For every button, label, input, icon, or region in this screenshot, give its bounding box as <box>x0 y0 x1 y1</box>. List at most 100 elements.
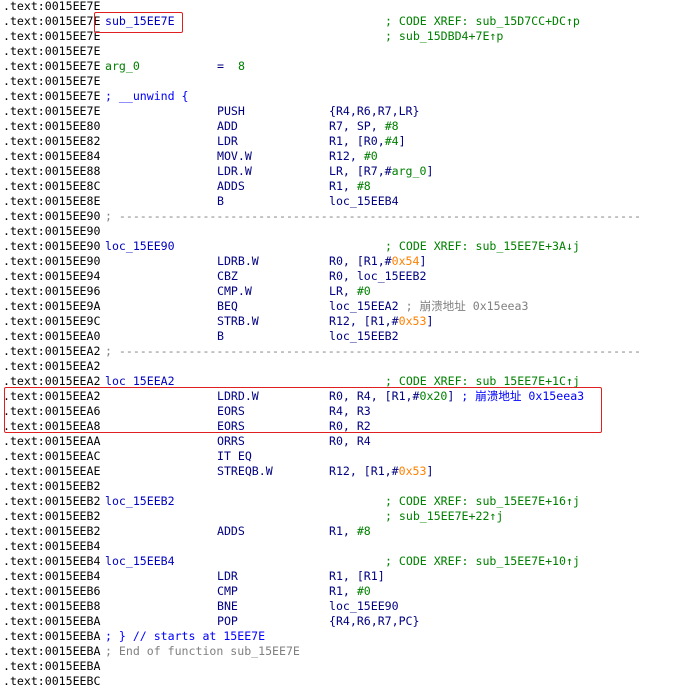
address[interactable]: .text:0015EEA2 <box>3 389 101 403</box>
operands[interactable]: R7, SP, #8 <box>329 119 399 134</box>
operand-text[interactable]: loc_15EEA2 <box>329 299 399 313</box>
address[interactable]: .text:0015EE88 <box>3 164 101 178</box>
mnemonic[interactable]: MOV.W <box>217 149 252 163</box>
operand-immediate[interactable]: #8 <box>356 179 371 193</box>
code-label[interactable]: loc_15EEA2 <box>105 374 175 388</box>
xref-comment[interactable]: ; sub_15EE7E+22↑j <box>385 509 504 523</box>
operands[interactable]: R12, [R1,#0x53] <box>329 314 433 329</box>
mnemonic[interactable]: CBZ <box>217 269 238 283</box>
address[interactable]: .text:0015EE7E <box>3 104 101 118</box>
operand-text[interactable]: loc_15EEB4 <box>329 194 399 208</box>
operand-immediate[interactable]: #0 <box>356 284 371 298</box>
address[interactable]: .text:0015EE9C <box>3 314 101 328</box>
operand-text[interactable]: {R4,R6,R7,PC} <box>329 614 420 628</box>
operand-offset[interactable]: 0x54 <box>391 254 420 268</box>
mnemonic[interactable]: LDRB.W <box>217 254 259 268</box>
address[interactable]: .text:0015EEAE <box>3 464 101 478</box>
address[interactable]: .text:0015EE8C <box>3 179 101 193</box>
code-label[interactable]: loc_15EEB4 <box>105 554 175 568</box>
operands[interactable]: R12, #0 <box>329 149 378 164</box>
stack-var-name[interactable]: arg_0 <box>105 59 140 73</box>
xref-comment[interactable]: ; CODE XREF: sub_15EE7E+10↑j <box>385 554 580 568</box>
xref-comment[interactable]: ; CODE XREF: sub_15EE7E+3A↓j <box>385 239 580 253</box>
operands[interactable]: R1, [R1] <box>329 569 385 584</box>
operands[interactable]: {R4,R6,R7,PC} <box>329 614 420 629</box>
address[interactable]: .text:0015EE9A <box>3 299 101 313</box>
address[interactable]: .text:0015EE7E <box>3 14 101 28</box>
address[interactable]: .text:0015EEAC <box>3 449 101 463</box>
address[interactable]: .text:0015EE7E <box>3 29 101 43</box>
operand-text[interactable]: R12, [R1,# <box>329 314 399 328</box>
operand-text[interactable]: loc_15EE90 <box>329 599 399 613</box>
operand-immediate[interactable]: #8 <box>356 524 371 538</box>
address[interactable]: .text:0015EEBA <box>3 659 101 673</box>
address[interactable]: .text:0015EEAA <box>3 434 101 448</box>
operand-text[interactable]: R1, <box>329 584 357 598</box>
address[interactable]: .text:0015EE82 <box>3 134 101 148</box>
address[interactable]: .text:0015EE8E <box>3 194 101 208</box>
address[interactable]: .text:0015EE90 <box>3 239 101 253</box>
operands[interactable]: loc_15EE90 <box>329 599 399 614</box>
address[interactable]: .text:0015EE7E <box>3 89 101 103</box>
mnemonic[interactable]: BNE <box>217 599 238 613</box>
operand-offset[interactable]: 0x53 <box>398 314 427 328</box>
operand-text[interactable]: R1, [R1] <box>329 569 385 583</box>
mnemonic[interactable]: EORS <box>217 404 245 418</box>
address[interactable]: .text:0015EE90 <box>3 224 101 238</box>
operand-immediate[interactable]: #8 <box>384 119 399 133</box>
operands[interactable]: R1, [R0,#4] <box>329 134 406 149</box>
operands[interactable]: R1, #0 <box>329 584 371 599</box>
mnemonic[interactable]: POP <box>217 614 238 628</box>
operands[interactable]: {R4,R6,R7,LR} <box>329 104 420 119</box>
address[interactable]: .text:0015EEB2 <box>3 479 101 493</box>
operands[interactable]: loc_15EEB2 <box>329 329 399 344</box>
mnemonic[interactable]: LDRD.W <box>217 389 259 403</box>
address[interactable]: .text:0015EEA0 <box>3 329 101 343</box>
mnemonic[interactable]: PUSH <box>217 104 245 118</box>
mnemonic[interactable]: BEQ <box>217 299 238 313</box>
address[interactable]: .text:0015EEB4 <box>3 569 101 583</box>
operand-immediate[interactable]: arg_0 <box>391 164 427 178</box>
operands[interactable]: R0, R4, [R1,#0x20] ; 崩溃地址 0x15eea3 <box>329 389 584 404</box>
mnemonic[interactable]: LDR <box>217 134 238 148</box>
mnemonic[interactable]: LDR.W <box>217 164 252 178</box>
address[interactable]: .text:0015EEB2 <box>3 509 101 523</box>
address[interactable]: .text:0015EEA2 <box>3 359 101 373</box>
xref-comment[interactable]: ; CODE XREF: sub_15D7CC+DC↑p <box>385 14 580 28</box>
address[interactable]: .text:0015EE90 <box>3 254 101 268</box>
operands[interactable]: R0, R2 <box>329 419 371 434</box>
operand-text[interactable]: {R4,R6,R7,LR} <box>329 104 420 118</box>
mnemonic[interactable]: CMP <box>217 584 238 598</box>
operands[interactable]: R0, loc_15EEB2 <box>329 269 426 284</box>
operand-text[interactable]: R0, R4, [R1,# <box>329 389 420 403</box>
operand-text[interactable]: R0, [R1,# <box>329 254 392 268</box>
xref-comment[interactable]: ; CODE XREF: sub_15EE7E+1C↑j <box>385 374 580 388</box>
operands[interactable]: R12, [R1,#0x53] <box>329 464 433 479</box>
xref-comment[interactable]: ; CODE XREF: sub_15EE7E+16↑j <box>385 494 580 508</box>
operand-immediate[interactable]: #0 <box>363 149 378 163</box>
address[interactable]: .text:0015EEBA <box>3 644 101 658</box>
operand-text[interactable]: R1, <box>329 524 357 538</box>
mnemonic[interactable]: CMP.W <box>217 284 252 298</box>
address[interactable]: .text:0015EE7E <box>3 44 101 58</box>
operands[interactable]: LR, #0 <box>329 284 371 299</box>
address[interactable]: .text:0015EEB4 <box>3 554 101 568</box>
operand-text[interactable]: R1, <box>329 179 357 193</box>
mnemonic[interactable]: ORRS <box>217 434 245 448</box>
address[interactable]: .text:0015EEA2 <box>3 344 101 358</box>
address[interactable]: .text:0015EEB4 <box>3 539 101 553</box>
operands[interactable]: loc_15EEA2 ; 崩溃地址 0x15eea3 <box>329 299 528 314</box>
code-label[interactable]: loc_15EEB2 <box>105 494 175 508</box>
mnemonic[interactable]: LDR <box>217 569 238 583</box>
address[interactable]: .text:0015EEB2 <box>3 494 101 508</box>
operand-text[interactable]: LR, <box>329 284 357 298</box>
address[interactable]: .text:0015EEBC <box>3 674 101 688</box>
operand-immediate[interactable]: 0x20 <box>419 389 448 403</box>
operand-text[interactable]: R7, SP, <box>329 119 385 133</box>
mnemonic[interactable]: STRB.W <box>217 314 259 328</box>
mnemonic[interactable]: IT EQ <box>217 449 252 463</box>
address[interactable]: .text:0015EE96 <box>3 284 101 298</box>
address[interactable]: .text:0015EE90 <box>3 209 101 223</box>
operand-immediate[interactable]: #4 <box>384 134 399 148</box>
operand-text[interactable]: R0, R2 <box>329 419 371 433</box>
